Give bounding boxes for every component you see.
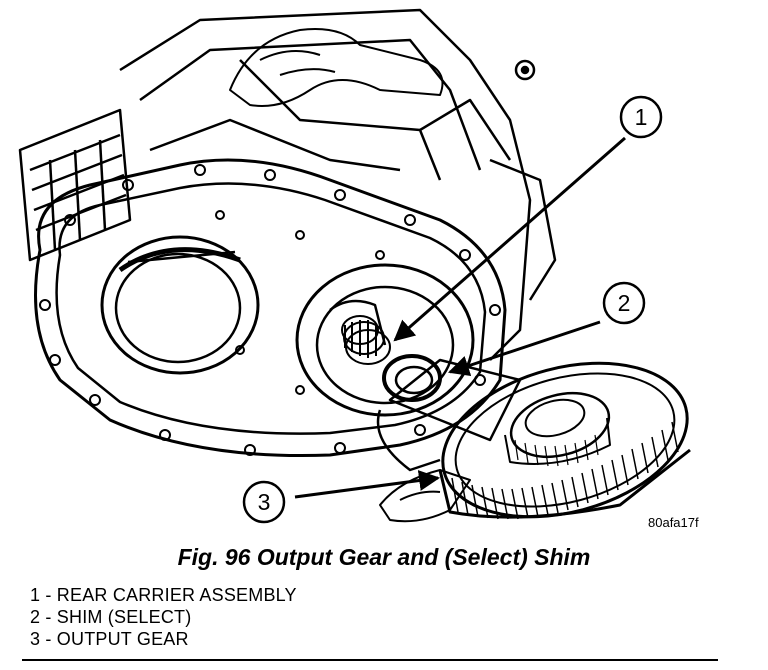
callout-3: 3	[242, 480, 286, 524]
select-shim	[382, 354, 442, 402]
output-gear	[438, 361, 691, 520]
transfer-case-housing	[18, 8, 691, 523]
callout-1: 1	[619, 95, 663, 139]
bolt-holes	[39, 164, 501, 456]
legend: 1 - REAR CARRIER ASSEMBLY 2 - SHIM (SELE…	[30, 584, 730, 650]
legend-item-1: 1 - REAR CARRIER ASSEMBLY	[30, 585, 297, 605]
leader-line-2	[448, 320, 601, 376]
callout-number: 3	[258, 489, 271, 515]
legend-item-2: 2 - SHIM (SELECT)	[30, 607, 192, 627]
hands	[229, 28, 471, 523]
legend-item-3: 3 - OUTPUT GEAR	[30, 629, 189, 649]
image-code: 80afa17f	[648, 515, 699, 530]
callout-number: 2	[618, 290, 631, 316]
leader-line-1	[393, 136, 626, 342]
bottom-rule	[22, 659, 718, 661]
figure-caption: Fig. 96 Output Gear and (Select) Shim	[177, 544, 591, 570]
callout-number: 1	[635, 104, 648, 130]
technical-illustration: 1 2 3 80afa17f	[18, 8, 699, 530]
rear-carrier-bore	[295, 263, 475, 417]
leader-line-3	[294, 470, 441, 499]
callout-2: 2	[602, 281, 646, 325]
front-bore	[100, 235, 260, 375]
leader-lines	[294, 136, 626, 499]
rear-carrier-assembly	[341, 315, 391, 365]
